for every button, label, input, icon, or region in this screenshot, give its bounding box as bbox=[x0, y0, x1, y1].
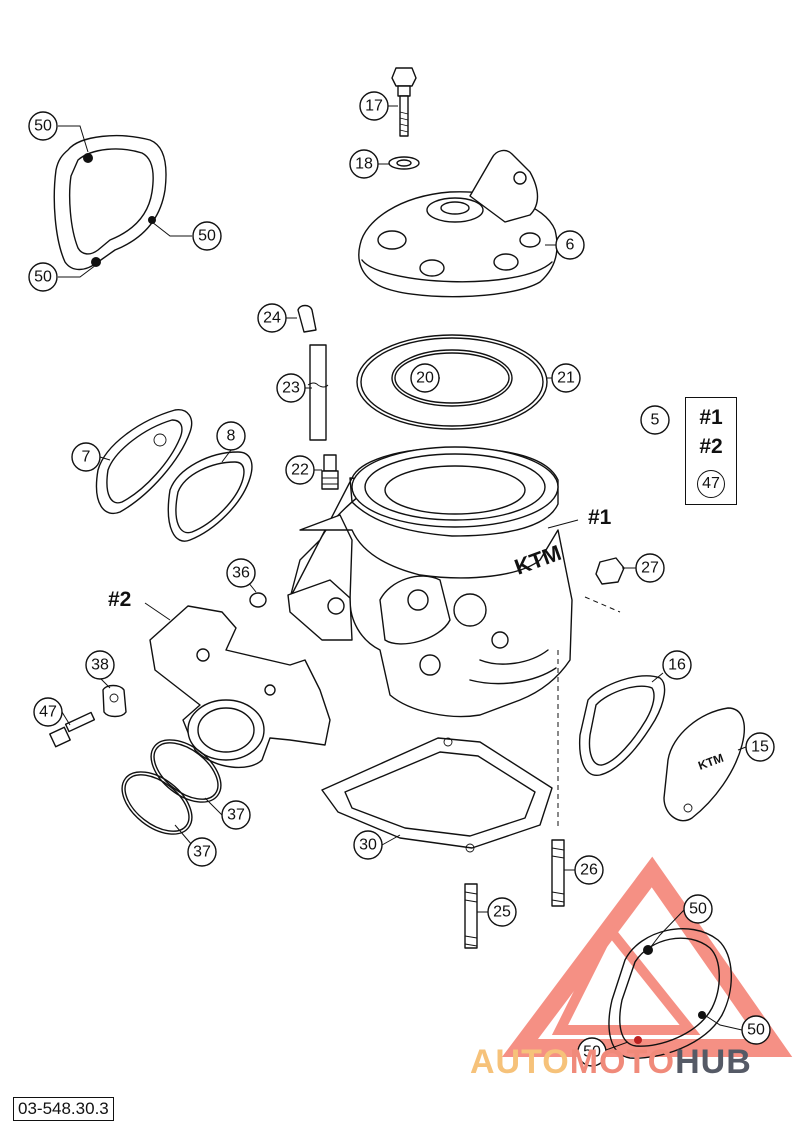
watermark-hub: HUB bbox=[675, 1043, 752, 1081]
svg-text:6: 6 bbox=[566, 237, 575, 254]
svg-text:36: 36 bbox=[232, 565, 250, 582]
svg-text:23: 23 bbox=[282, 380, 300, 397]
side-cover-15: KTM bbox=[663, 707, 746, 822]
base-gasket bbox=[321, 737, 553, 853]
svg-text:7: 7 bbox=[82, 449, 91, 466]
svg-text:37: 37 bbox=[227, 807, 245, 824]
callout-37: 37 bbox=[221, 800, 251, 830]
svg-text:16: 16 bbox=[668, 657, 686, 674]
svg-text:47: 47 bbox=[39, 704, 57, 721]
callout-24: 24 bbox=[257, 303, 287, 333]
callout-16: 16 bbox=[662, 650, 692, 680]
callout-15: 15 bbox=[745, 732, 775, 762]
callout-23: 23 bbox=[276, 373, 306, 403]
svg-text:22: 22 bbox=[291, 462, 309, 479]
watermark-text: AUTOMOTOHUB bbox=[470, 1043, 752, 1082]
callout-36: 36 bbox=[226, 558, 256, 588]
callout-37: 37 bbox=[187, 837, 217, 867]
callout-20: 20 bbox=[410, 363, 440, 393]
cylinder-assembly: KTM bbox=[287, 446, 573, 718]
svg-text:25: 25 bbox=[493, 904, 511, 921]
callout-47: 47 bbox=[33, 697, 63, 727]
callout-50: 50 bbox=[741, 1015, 771, 1045]
cylinder-head bbox=[358, 149, 558, 298]
side-gasket-16 bbox=[578, 675, 666, 776]
svg-text:50: 50 bbox=[747, 1022, 765, 1039]
svg-text:50: 50 bbox=[34, 269, 52, 286]
svg-text:18: 18 bbox=[355, 156, 373, 173]
callout-50: 50 bbox=[28, 111, 58, 141]
callout-17: 17 bbox=[359, 91, 389, 121]
set-item-ref2: #2 bbox=[699, 435, 723, 458]
ref-label-1: #1 bbox=[588, 506, 612, 529]
callout-21: 21 bbox=[551, 363, 581, 393]
svg-text:15: 15 bbox=[751, 739, 769, 756]
ref-label-2: #2 bbox=[108, 588, 131, 611]
stud-26 bbox=[551, 839, 565, 907]
cover-gasket-top-left bbox=[53, 135, 167, 271]
svg-text:21: 21 bbox=[557, 370, 575, 387]
svg-text:5: 5 bbox=[651, 412, 660, 429]
water-hose-assembly bbox=[297, 304, 339, 490]
cover-gasket-8 bbox=[167, 451, 253, 542]
svg-text:8: 8 bbox=[227, 428, 236, 445]
callout-30: 30 bbox=[353, 830, 383, 860]
socket-bolt-47 bbox=[49, 711, 96, 748]
assembly-set-box: #1 #2 47 bbox=[685, 397, 737, 505]
svg-text:17: 17 bbox=[365, 98, 383, 115]
callout-22: 22 bbox=[285, 455, 315, 485]
set-item-callout-47: 47 bbox=[686, 470, 736, 498]
callout-50: 50 bbox=[683, 894, 713, 924]
callout-7: 7 bbox=[71, 442, 101, 472]
callout-26: 26 bbox=[574, 855, 604, 885]
watermark-moto: MOTO bbox=[569, 1043, 676, 1081]
stud-25 bbox=[464, 883, 478, 949]
svg-text:27: 27 bbox=[641, 560, 659, 577]
svg-text:50: 50 bbox=[34, 118, 52, 135]
head-bolt bbox=[391, 67, 417, 137]
callout-50: 50 bbox=[192, 221, 222, 251]
callout-25: 25 bbox=[487, 897, 517, 927]
exhaust-flange bbox=[149, 605, 331, 769]
clamp-plate-38 bbox=[102, 684, 127, 718]
svg-text:37: 37 bbox=[193, 844, 211, 861]
callout-18: 18 bbox=[349, 149, 379, 179]
callout-8: 8 bbox=[216, 421, 246, 451]
callout-27: 27 bbox=[635, 553, 665, 583]
set-item-ref1: #1 bbox=[699, 406, 723, 429]
exhaust-cover-7 bbox=[95, 409, 193, 514]
cover-gasket-bottom-right bbox=[608, 928, 732, 1059]
callout-50: 50 bbox=[577, 1037, 607, 1067]
svg-text:24: 24 bbox=[263, 310, 281, 327]
watermark-logo-icon bbox=[502, 856, 793, 1057]
svg-text:50: 50 bbox=[583, 1044, 601, 1061]
callout-5: 5 bbox=[640, 405, 670, 435]
svg-text:50: 50 bbox=[689, 901, 707, 918]
svg-text:38: 38 bbox=[91, 657, 109, 674]
callout-50: 50 bbox=[28, 262, 58, 292]
svg-text:50: 50 bbox=[198, 228, 216, 245]
svg-text:20: 20 bbox=[416, 370, 434, 387]
diagram-code: 03-548.30.3 bbox=[13, 1097, 114, 1121]
watermark-auto: AUTO bbox=[470, 1043, 570, 1081]
callout-6: 6 bbox=[555, 230, 585, 260]
set-item-callout-47-text: 47 bbox=[697, 470, 725, 498]
svg-text:26: 26 bbox=[580, 862, 598, 879]
svg-text:30: 30 bbox=[359, 837, 377, 854]
callout-38: 38 bbox=[85, 650, 115, 680]
